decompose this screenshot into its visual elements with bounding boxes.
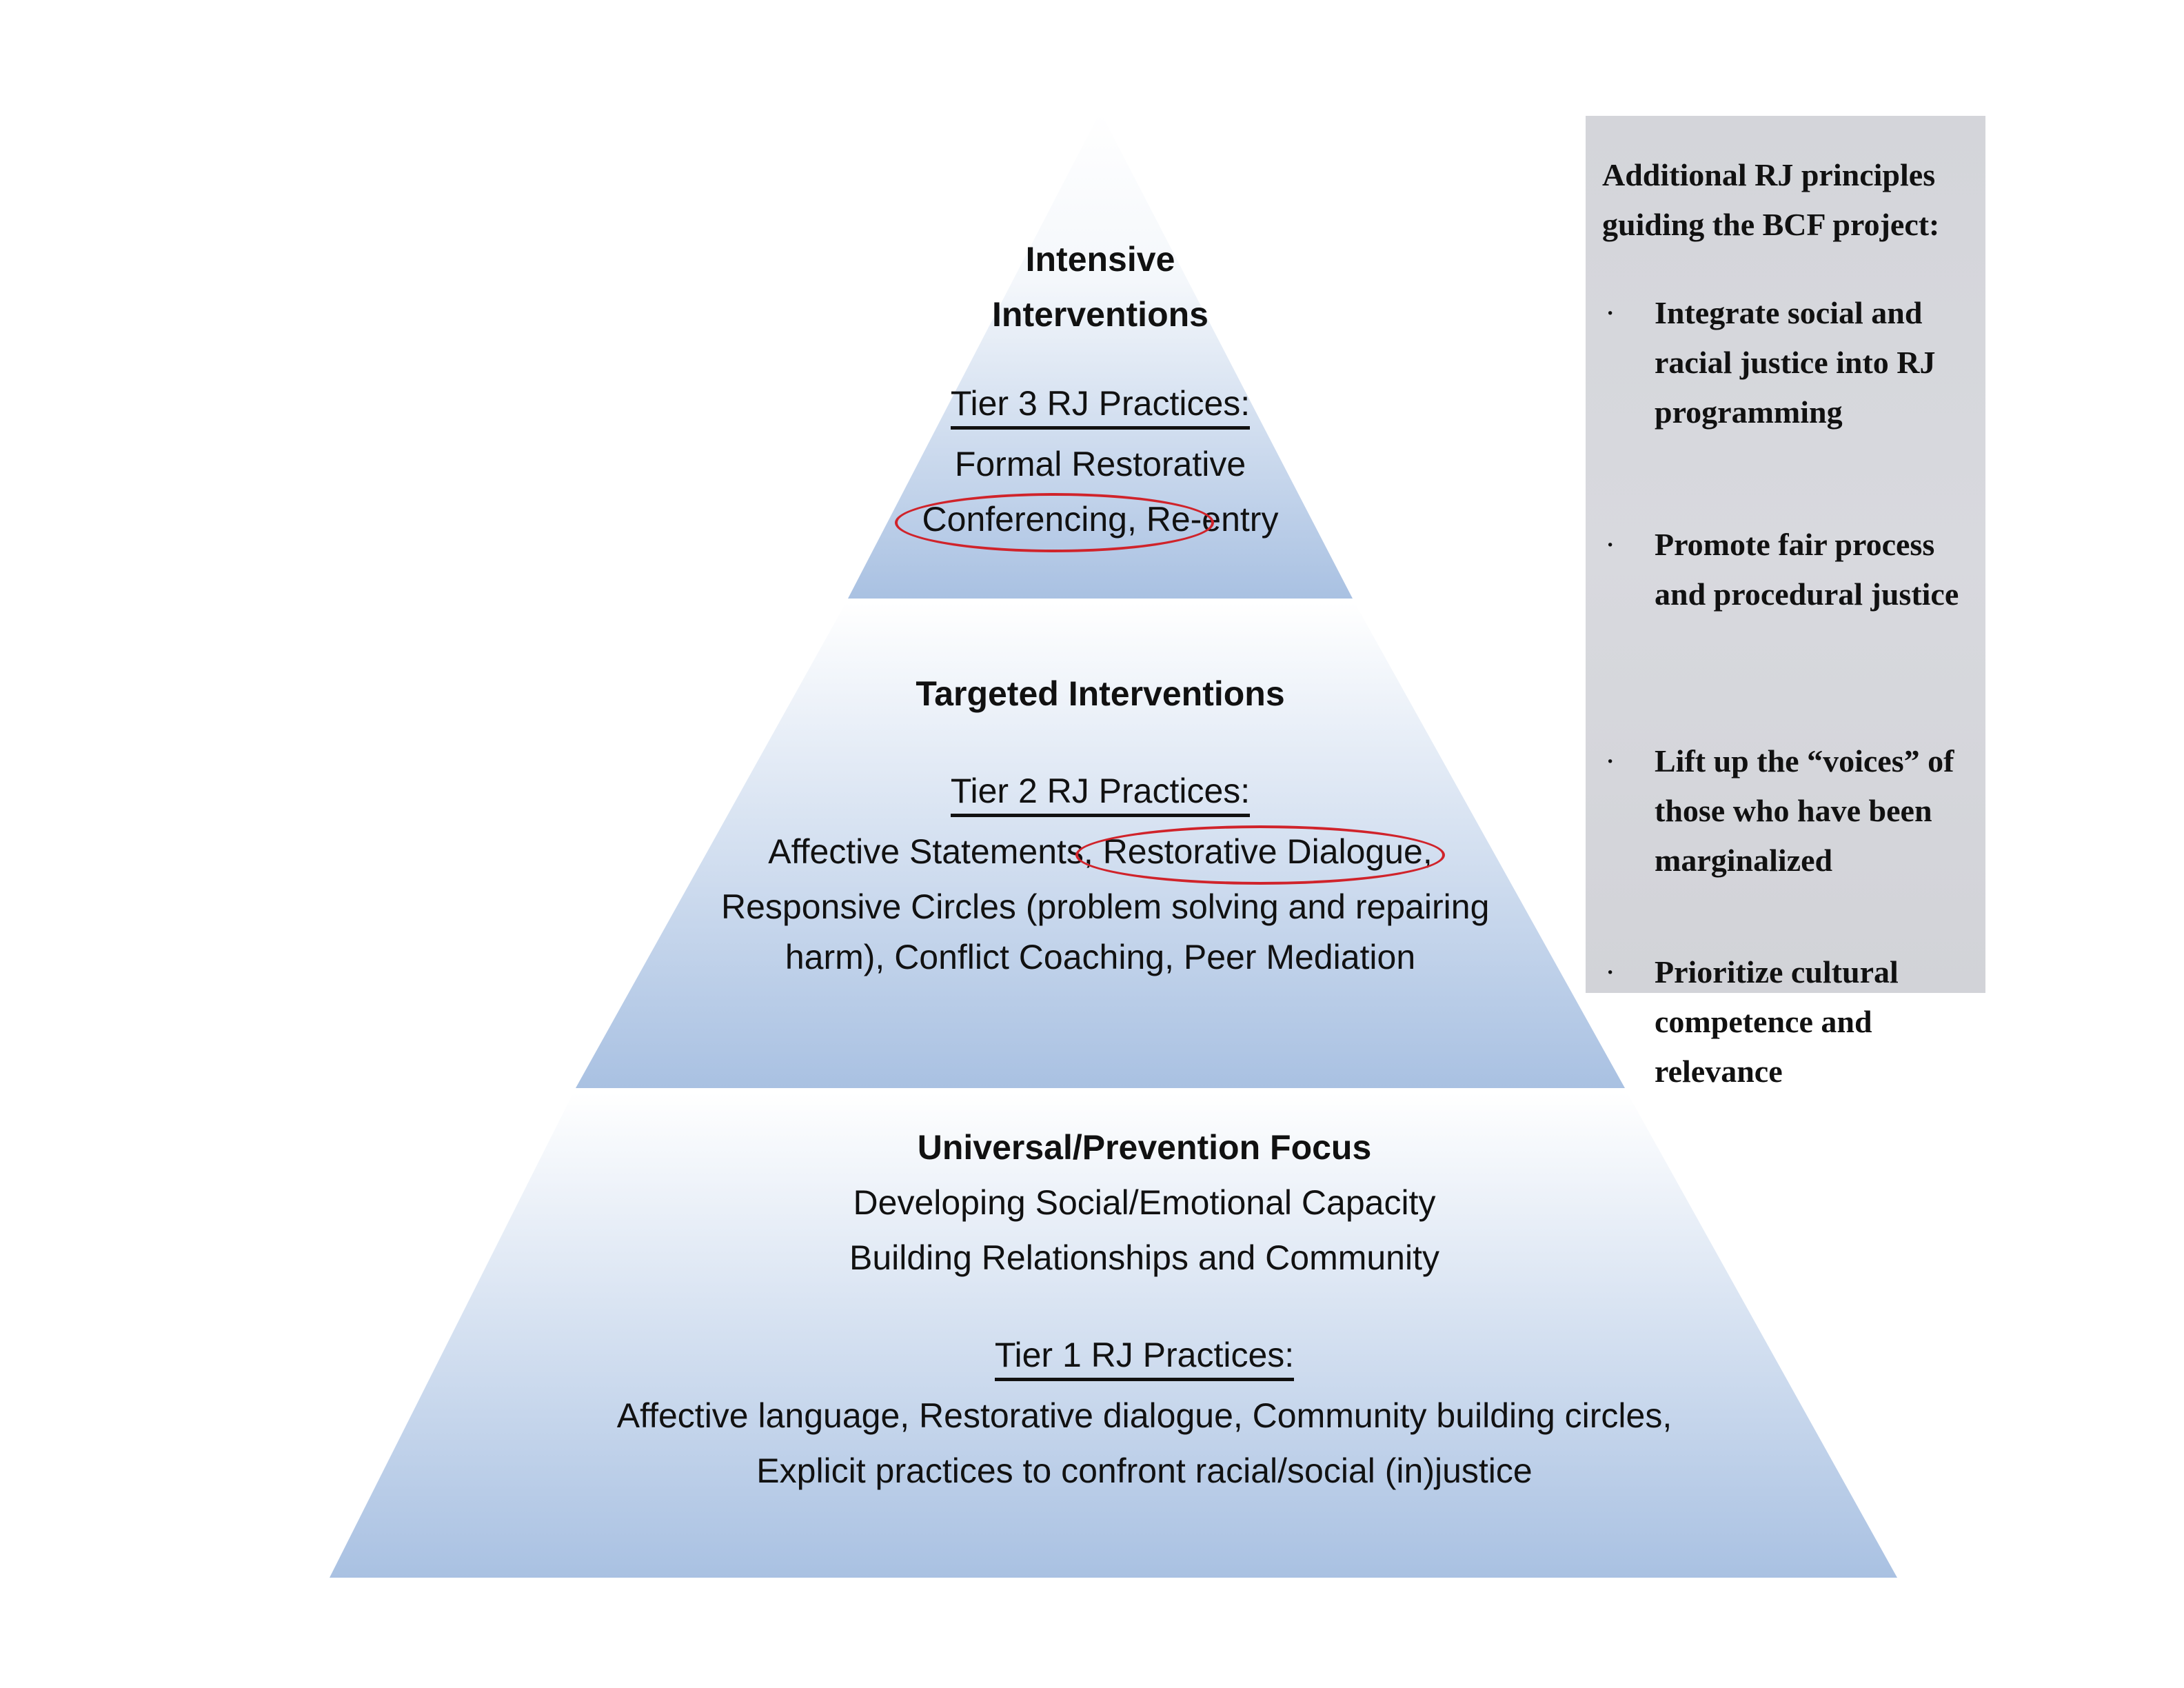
bullet-icon: · (1605, 743, 1616, 778)
principle-text: Lift up the “voices” of those who have b… (1655, 743, 1954, 878)
principles-list: · Integrate social and racial justice int… (1602, 288, 1969, 1096)
tier-2-text: Targeted Interventions Tier 2 RJ Practic… (721, 666, 1490, 980)
tier-2-practices-title: Tier 2 RJ Practices: (950, 768, 1251, 817)
tier-1-text: Universal/Prevention Focus Developing So… (593, 1120, 1696, 1498)
principles-box: Additional RJ principles guiding the BCF… (1586, 116, 1985, 1089)
tier-3-shape (848, 112, 1353, 599)
principle-text: Integrate social and racial justice into… (1655, 295, 1936, 430)
tier-3-heading-line2: Interventions (992, 295, 1209, 334)
tier-3-line1: Formal Restorative (954, 445, 1246, 483)
tier-1-heading: Universal/Prevention Focus (917, 1128, 1372, 1167)
bullet-icon: · (1605, 295, 1616, 330)
tier-1-line1: Developing Social/Emotional Capacity (853, 1183, 1436, 1222)
tier-1-line4: Explicit practices to confront racial/so… (756, 1451, 1533, 1490)
principle-item: · Lift up the “voices” of those who have … (1602, 736, 1969, 885)
principle-item: · Promote fair process and procedural jus… (1602, 520, 1969, 619)
tier-1-practices-title: Tier 1 RJ Practices: (994, 1332, 1295, 1381)
tier-1-shape (330, 1092, 1897, 1578)
tier-3-line2-rest: entry (1202, 500, 1279, 539)
tier-3-circled-text: Conferencing, Re- (894, 492, 1215, 552)
bullet-icon: · (1605, 954, 1616, 989)
tier-3-heading-line1: Intensive (1025, 240, 1175, 279)
bullet-icon: · (1605, 527, 1616, 562)
tier-3-line2: Conferencing, Re-entry (893, 492, 1307, 552)
tier-1-line2: Building Relationships and Community (849, 1238, 1439, 1277)
tier-1-line3: Affective language, Restorative dialogue… (616, 1396, 1672, 1435)
principle-text: Promote fair process and procedural just… (1655, 527, 1959, 612)
tier-2-circled-text: Restorative Dialogue, (1075, 824, 1445, 885)
tier-2-shape (576, 603, 1625, 1088)
tier-2-line1-before: Affective Statements, (768, 832, 1093, 871)
tier-2-line2: Responsive Circles (problem solving and … (721, 887, 1490, 926)
tier-3-practices-title: Tier 3 RJ Practices: (950, 381, 1251, 430)
principle-item: · Integrate social and racial justice int… (1602, 288, 1969, 437)
tier-2-line1: Affective Statements, Restorative Dialog… (721, 824, 1479, 885)
tier-2-heading: Targeted Interventions (916, 674, 1285, 713)
principles-title: Additional RJ principles guiding the BCF… (1602, 157, 1940, 242)
principle-item: · Prioritize cultural competence and rele… (1602, 947, 1969, 1096)
tier-3-text: Intensive Interventions Tier 3 RJ Practi… (893, 232, 1307, 552)
tier-2-line3: harm), Conflict Coaching, Peer Mediation (785, 938, 1416, 976)
principle-text: Prioritize cultural competence and relev… (1655, 954, 1899, 1089)
